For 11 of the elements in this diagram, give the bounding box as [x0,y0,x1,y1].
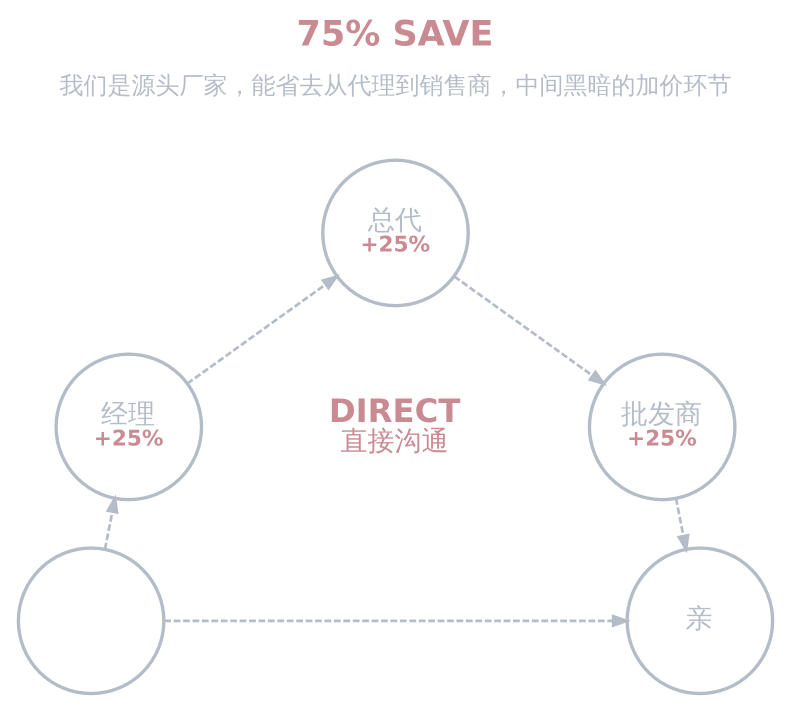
label: 我们是源头厂家，能省去从代理到销售商，中间黑暗的加价环节 [59,70,731,100]
diagram-title: 75% SAVE [296,14,493,54]
node-circle [16,546,166,696]
node-circle: 经理 +25% [54,352,203,502]
arrow [186,274,340,385]
arrow [453,275,606,386]
node-circle: 亲 [624,546,774,696]
label: 直接沟通 [340,426,448,457]
arrow [674,498,690,554]
arrow [164,614,630,628]
arrow [103,494,118,550]
